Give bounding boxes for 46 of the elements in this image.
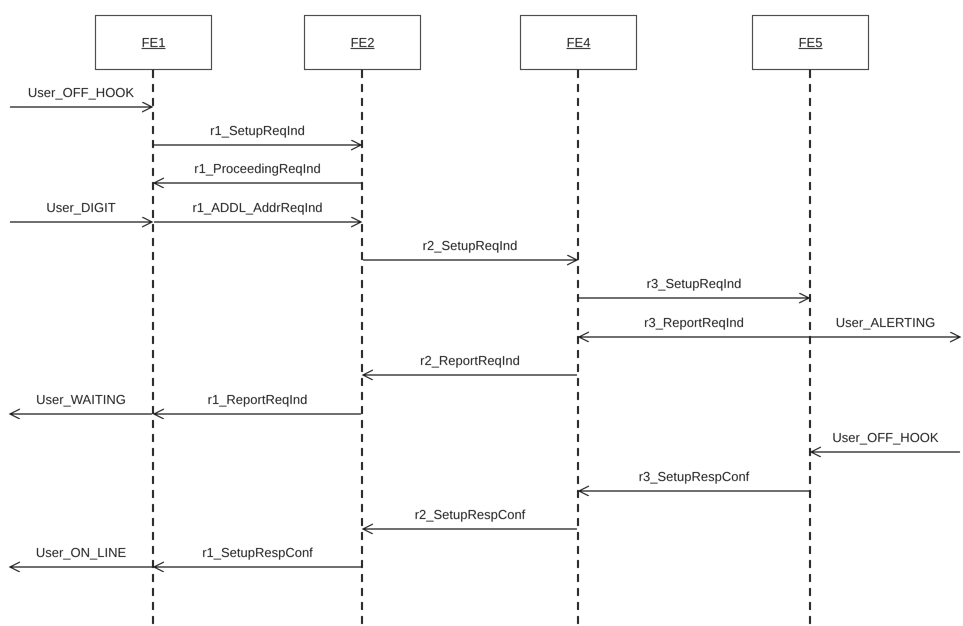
edge-label: r1_SetupReqInd <box>208 123 307 139</box>
message-arrow <box>579 292 810 304</box>
edge-label: r3_ReportReqInd <box>642 315 746 331</box>
message-arrow <box>153 177 361 189</box>
message-arrow <box>810 446 960 458</box>
edge-label: r3_SetupReqInd <box>644 276 744 292</box>
edge-label: r1_ReportReqInd <box>206 392 310 408</box>
lifeline <box>152 70 154 626</box>
message-arrow <box>153 561 361 573</box>
edge-label: r1_ADDL_AddrReqInd <box>190 200 325 216</box>
lifeline <box>577 70 579 626</box>
edge-label: r3_SetupRespConf <box>636 469 752 485</box>
message-arrow <box>9 408 152 420</box>
lifeline-head <box>95 15 212 70</box>
participant-name: FE5 <box>798 34 822 52</box>
message-arrow <box>811 331 961 343</box>
participant-name: FE1 <box>142 34 166 52</box>
lifeline-head <box>520 15 637 70</box>
message-arrow <box>154 216 362 228</box>
message-arrow <box>10 101 153 113</box>
edge-label: r1_ProceedingReqInd <box>192 161 323 177</box>
lifeline <box>361 70 363 626</box>
message-arrow <box>10 216 153 228</box>
edge-label: User_OFF_HOOK <box>26 85 136 101</box>
edge-label: User_ON_LINE <box>34 545 128 561</box>
message-arrow <box>153 408 361 420</box>
message-arrow <box>362 523 577 535</box>
message-arrow <box>9 561 152 573</box>
edge-label: r2_SetupRespConf <box>412 507 528 523</box>
edge-label: User_ALERTING <box>834 315 938 331</box>
edge-label: r2_ReportReqInd <box>418 353 522 369</box>
participant-name: FE2 <box>350 34 374 52</box>
edge-label: User_DIGIT <box>44 200 118 216</box>
message-arrow <box>362 369 577 381</box>
lifeline-head <box>752 15 869 70</box>
participant-name: FE4 <box>566 34 590 52</box>
edge-label: User_OFF_HOOK <box>830 430 941 446</box>
edge-label: User_WAITING <box>34 392 128 408</box>
lifeline-head <box>304 15 421 70</box>
message-arrow <box>578 331 809 343</box>
edge-label: r2_SetupReqInd <box>420 238 520 254</box>
edge-label: r1_SetupRespConf <box>200 545 315 561</box>
message-arrow <box>363 254 578 266</box>
message-arrow <box>154 139 362 151</box>
lifeline <box>809 70 811 626</box>
message-arrow <box>578 485 809 497</box>
